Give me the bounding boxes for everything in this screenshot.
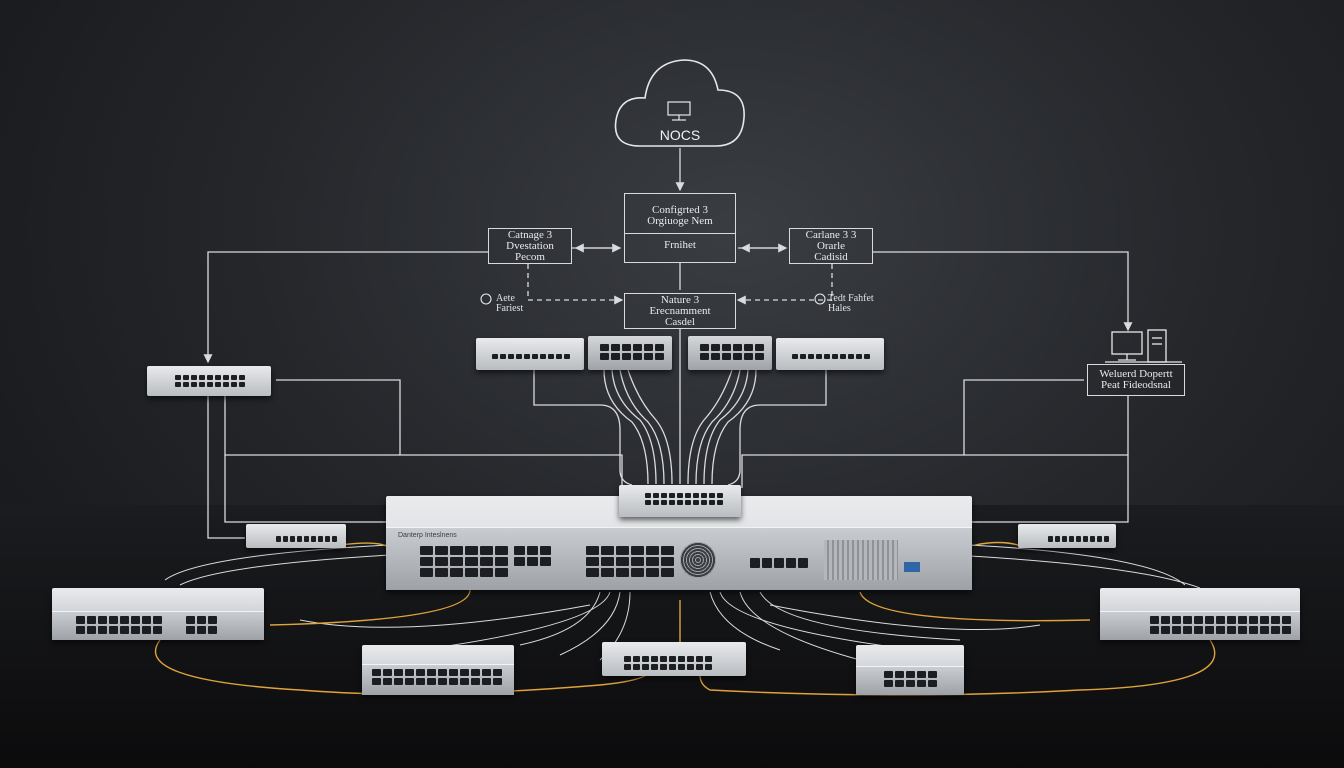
top-switch-2 [588,336,672,370]
workstation-box-line2: Peat Fideodsnal [1101,379,1171,391]
cloud-label: NOCS [659,127,701,143]
sfp-port [904,562,920,572]
vent-grille [824,540,898,580]
left-access-switch [147,366,271,396]
mid-box-line1: Nature 3 [660,293,700,306]
core-switch-label: Danterp Inteslnens [398,532,457,539]
floor-switch-bottom-center [602,642,746,676]
right-side-label-line1: Tedt Fahfet [828,293,874,304]
right-box-line2: Orarle [816,239,846,252]
config-box-detail: Frnihet [664,239,696,251]
mid-box-line2: Erecnamment [649,304,711,317]
right-box: Carlane 3 3 Orarle Cadisid [789,228,873,264]
config-box-title: Configrted 3 [652,204,708,216]
core-switch: Danterp Inteslnens [386,496,972,590]
right-side-label-line2: Hales [828,303,851,314]
left-box: Catnage 3 Dvestation Pecom [488,228,572,264]
left-box-line1: Catnage 3 [507,228,553,241]
right-box-line3: Cadisid [814,250,848,263]
floor-switch-left-back [246,524,346,548]
workstation-box: Weluerd Dopertt Peat Fideodsnal [1087,364,1185,396]
left-box-line2: Dvestation [506,239,554,252]
config-box-subtitle: Orgiuoge Nem [647,215,713,227]
center-edge-switch [619,485,741,517]
floor-switch-right-back [1018,524,1116,548]
workstation-box-line1: Weluerd Dopertt [1099,368,1173,380]
left-side-label-line2: Fariest [496,303,524,314]
right-box-line1: Carlane 3 3 [805,228,857,241]
left-side-label-line1: Aete [496,293,515,304]
floor-switch-left-front [52,588,264,640]
config-box: Configrted 3 Orgiuoge Nem Frnihet [624,193,736,263]
top-switch-4 [776,338,884,370]
top-switch-1 [476,338,584,370]
mid-box-line3: Casdel [665,315,695,328]
right-side-label: Tedt Fahfet Hales [828,294,874,314]
floor-switch-bottom-right [856,645,964,695]
floor-switch-right-front [1100,588,1300,640]
mid-box: Nature 3 Erecnamment Casdel [624,293,736,329]
top-switch-3 [688,336,772,370]
floor-switch-bottom-left [362,645,514,695]
fan-vent-icon [680,542,716,578]
left-box-line3: Pecom [515,250,545,263]
left-side-label: Aete Fariest [496,294,523,314]
